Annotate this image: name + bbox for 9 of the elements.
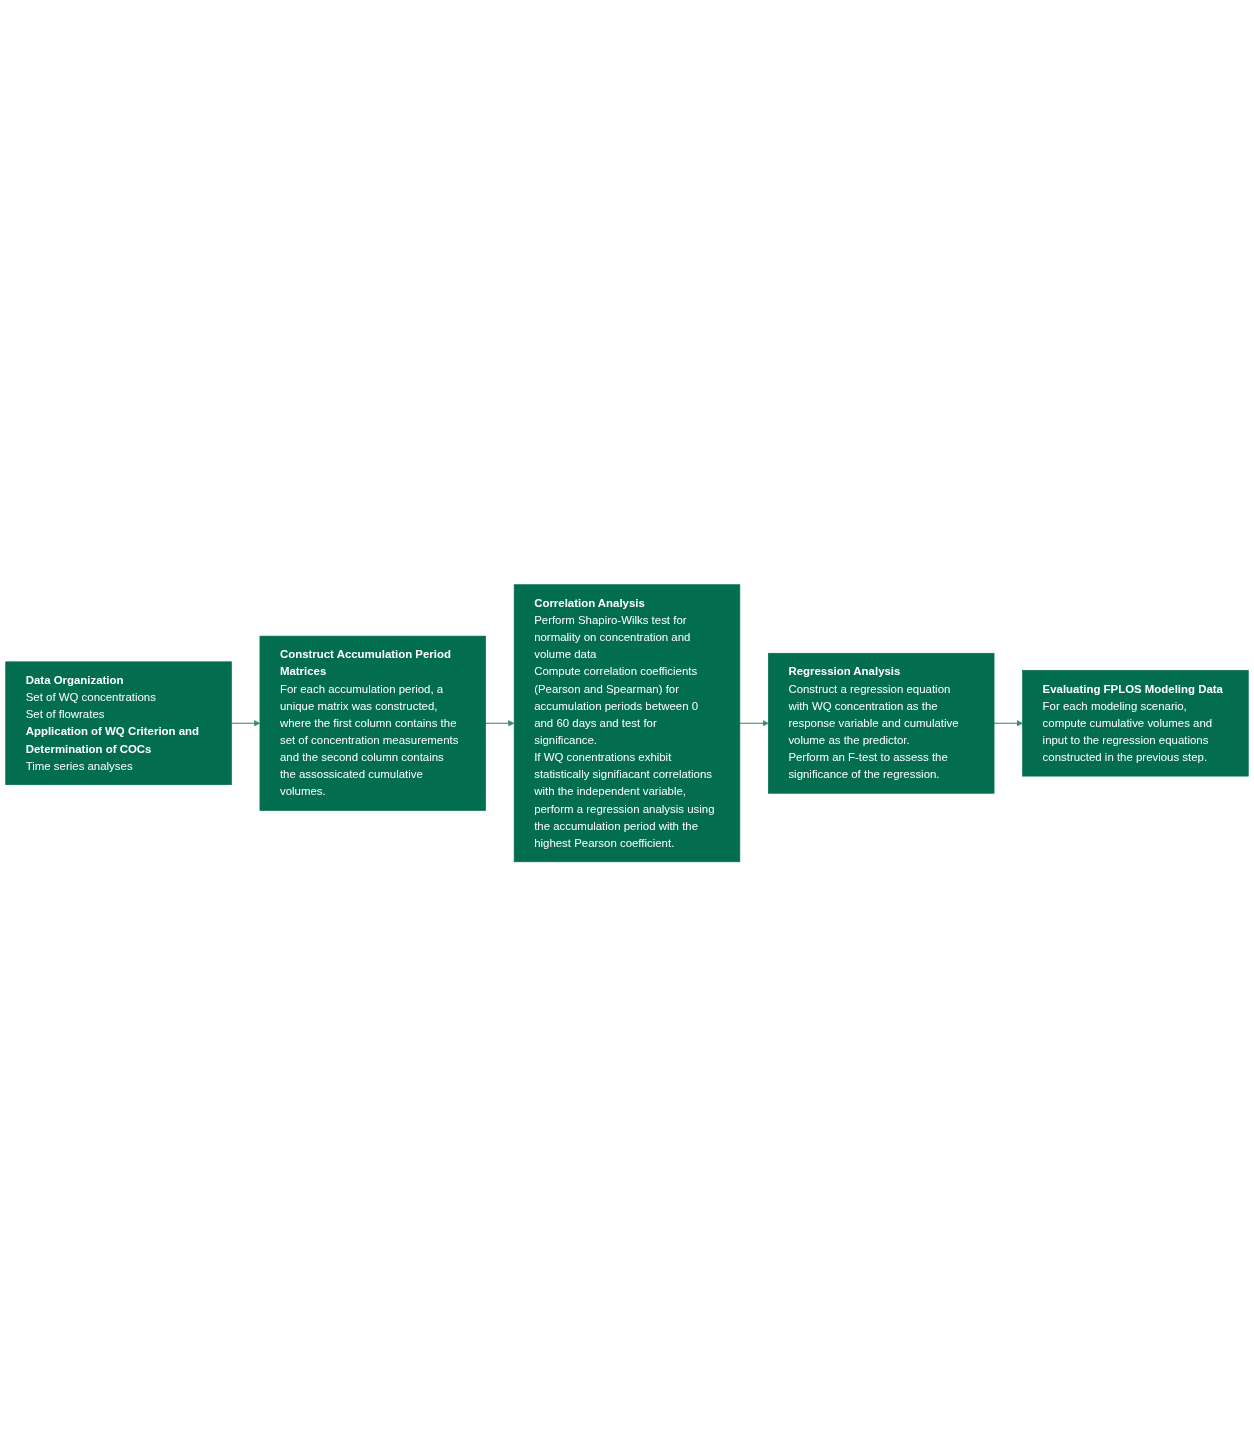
node-box: Data Organization Set of WQ concentrations Set of flowrates Application of WQ Criterion and Determination of COCs Time series analyses [5,661,232,786]
node-box: Correlation Analysis Perform Shapiro-Wilks test for normality on concentration and volume data Compute correlation coefficients (Pearson and Spearman) for accumulation periods between 0 and 60 days and test for significance. If WQ conentrations exhibit statistically signifiacant correlations with the independent variable, perform a regression analysis using the accumulation period with the highest Pearson coefficient. [513,584,741,863]
arrow [993,720,1023,727]
node-box: Construct Accumulation Period Matrices For each accumulation period, a unique matrix was constructed, where the first column contains the set of concentration measurements and the second column contains the assossicated cumulative volumes. [259,636,486,811]
arrow [230,720,261,727]
arrow [485,720,515,727]
node-box: Regression Analysis Construct a regression equation with WQ concentration as the response variable and cumulative volume as the predictor. Perform an F-test to assess the significance of the regression. [768,653,995,794]
arrow [739,720,769,727]
node-box: Evaluating FPLOS Modeling Data For each modeling scenario, compute cumulative volumes and input to the regression equations constructed in the previous step. [1022,670,1249,777]
